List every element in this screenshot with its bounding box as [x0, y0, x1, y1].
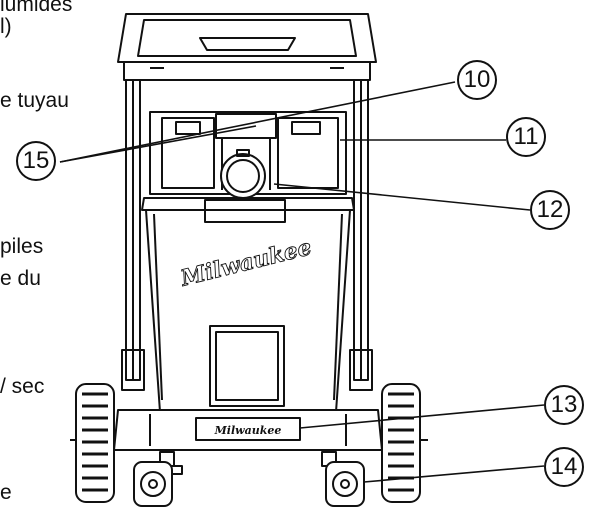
rear-wheel-left	[70, 383, 115, 503]
text-fragment-lumides: lumides	[0, 0, 73, 16]
text-fragment-l: l)	[0, 15, 12, 38]
caster-right	[325, 461, 365, 507]
text-fragment-sec: / sec	[0, 375, 45, 398]
frame-posts	[121, 79, 373, 391]
base	[113, 409, 383, 467]
gauge	[220, 149, 266, 199]
callout-14: 14	[544, 447, 584, 487]
rear-wheel-right	[381, 383, 428, 503]
drum-body	[141, 197, 355, 413]
text-fragment-e: e	[0, 481, 12, 504]
top-handle	[117, 13, 377, 81]
callout-11: 11	[506, 117, 546, 157]
text-fragment-piles: piles	[0, 235, 44, 258]
callout-13: 13	[544, 385, 584, 425]
caster-left	[133, 461, 183, 507]
leader-lines	[59, 81, 545, 483]
callout-12: 12	[530, 190, 570, 230]
callout-10: 10	[457, 60, 497, 100]
text-fragment-tuyau: e tuyau	[0, 89, 69, 112]
milwaukee-logo-base: Milwaukee	[214, 424, 282, 437]
text-fragment-du: e du	[0, 267, 41, 290]
callout-15: 15	[16, 141, 56, 181]
